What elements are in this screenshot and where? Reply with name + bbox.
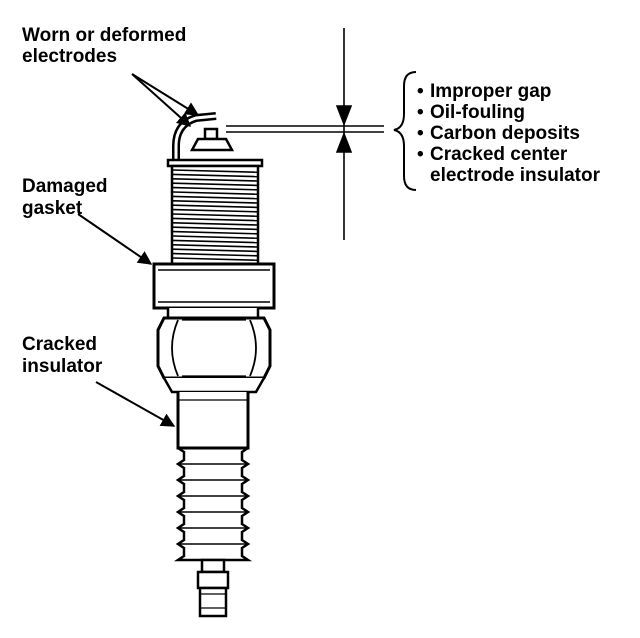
gap-issue-oil-fouling: Oil-fouling [430, 102, 525, 123]
gap-issue-carbon-deposits: Carbon deposits [430, 123, 580, 144]
gap-arrow-up [335, 131, 353, 153]
hex-nut [156, 316, 272, 380]
bullet-0: • [417, 81, 424, 102]
gap-arrow-down [335, 105, 353, 127]
thread-line [172, 257, 258, 261]
insulator-body [176, 392, 250, 450]
thread-line [172, 173, 258, 178]
thread-line [172, 208, 258, 213]
thread-line [172, 244, 258, 248]
insulator-ribs [173, 446, 253, 562]
thread-line [172, 226, 258, 231]
rib-outline [230, 446, 253, 562]
gap-issue-improper-gap: Improper gap [430, 81, 551, 102]
thread-line [172, 204, 258, 209]
gap-issue-cracked-center: Cracked center [430, 144, 568, 165]
gasket [152, 262, 276, 310]
shell-lip [166, 158, 264, 168]
thread-line [172, 239, 258, 244]
spark-plug [152, 112, 276, 618]
thread-line [172, 252, 258, 257]
bullet-3: • [417, 144, 424, 165]
thread-line [172, 213, 258, 217]
thread-line [172, 248, 258, 253]
rib-outline [173, 446, 196, 562]
insulator-arrow [95, 381, 176, 427]
thread-line [172, 230, 258, 235]
thread-line [172, 178, 258, 182]
gap-issue-continuation: electrode insulator [430, 165, 601, 186]
threads [172, 169, 258, 261]
gap-issues-list: • Improper gap • Oil-fouling • Carbon de… [417, 81, 601, 186]
thread-line [172, 182, 258, 187]
worn-electrodes-label: Worn or deformed electrodes [22, 25, 192, 67]
gap-indicator [226, 28, 384, 240]
thread-line [172, 235, 258, 239]
cracked-insulator-label: Cracked insulator [22, 334, 103, 377]
bullet-1: • [417, 102, 424, 123]
bullet-2: • [417, 123, 424, 144]
thread-line [172, 169, 258, 173]
terminal [196, 558, 230, 618]
damaged-gasket-label: Damaged gasket [22, 176, 113, 219]
thread-line [172, 217, 258, 222]
thread-line [172, 222, 258, 226]
thread-line [172, 186, 258, 191]
thread-line [172, 195, 258, 200]
thread-line [172, 200, 258, 204]
electrode-arrow-ground [131, 73, 200, 116]
issues-brace [393, 71, 417, 191]
gasket-arrow [77, 213, 153, 265]
lower-shoulder [162, 377, 266, 394]
electrode-arrow-center [131, 73, 192, 127]
thread-line [172, 191, 258, 195]
electrodes [172, 112, 235, 164]
